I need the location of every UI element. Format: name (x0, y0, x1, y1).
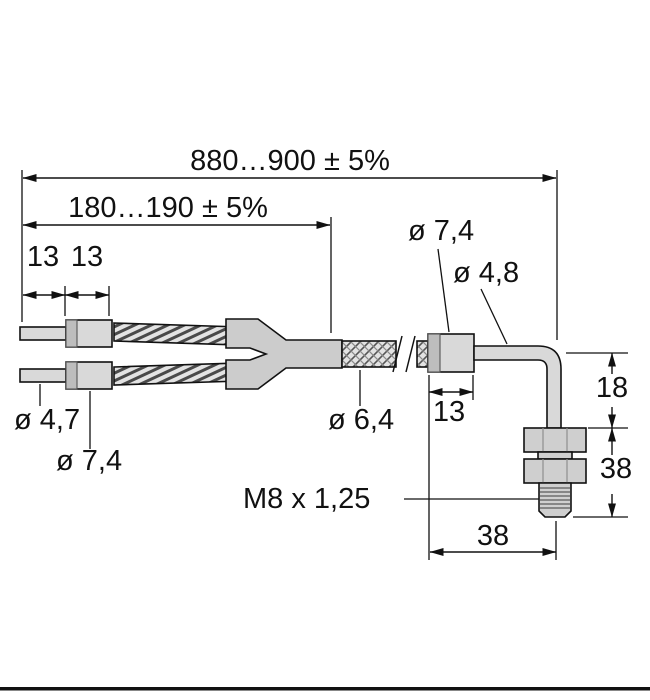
branch-cable-top (19, 326, 67, 341)
y-splitter-body (225, 318, 343, 390)
dim-label-left-stub-first: 13 (27, 241, 59, 273)
corrugated-tube-top (113, 322, 241, 346)
dim-label-right-ferrule-diameter: ø 7,4 (408, 215, 474, 247)
dim-label-elbow-tube-diameter: ø 4,8 (453, 257, 519, 289)
dim-label-overall-length: 880…900 ± 5% (190, 145, 390, 177)
dim-label-branch-cable-diameter: ø 4,7 (14, 404, 80, 436)
elbow-tube (473, 345, 562, 429)
leader-lines (39, 248, 539, 500)
m8-connector (523, 427, 587, 518)
braided-cable-stub (416, 340, 429, 368)
dim-label-branch-ferrule-diameter: ø 7,4 (56, 445, 122, 477)
dim-label-elbow-to-connector: 18 (596, 372, 628, 404)
branch-ferrule-top-collar (65, 319, 78, 348)
cable-break-symbol (392, 335, 416, 373)
connector-nut-bottom (523, 458, 587, 484)
corrugated-tube-bottom (113, 362, 241, 386)
braided-main-cable (341, 340, 397, 368)
dim-label-left-stub-second: 13 (71, 241, 103, 273)
connector-spacer (537, 451, 573, 460)
page-bottom-edge (0, 687, 650, 691)
cable-assembly (19, 318, 587, 518)
dim-label-main-cable-diameter: ø 6,4 (328, 404, 394, 436)
dim-label-branch-length: 180…190 ± 5% (68, 192, 268, 224)
dim-label-connector-length: 38 (600, 453, 632, 485)
dim-label-connector-horizontal: 38 (477, 520, 509, 552)
branch-ferrule-bottom-collar (65, 361, 78, 390)
branch-cable-bottom (19, 368, 67, 383)
dim-label-thread-spec: M8 x 1,25 (243, 483, 370, 515)
thread-lines (540, 487, 570, 509)
connector-nut-top (523, 427, 587, 453)
dim-label-right-ferrule-length: 13 (433, 396, 465, 428)
right-ferrule-collar (427, 333, 441, 373)
